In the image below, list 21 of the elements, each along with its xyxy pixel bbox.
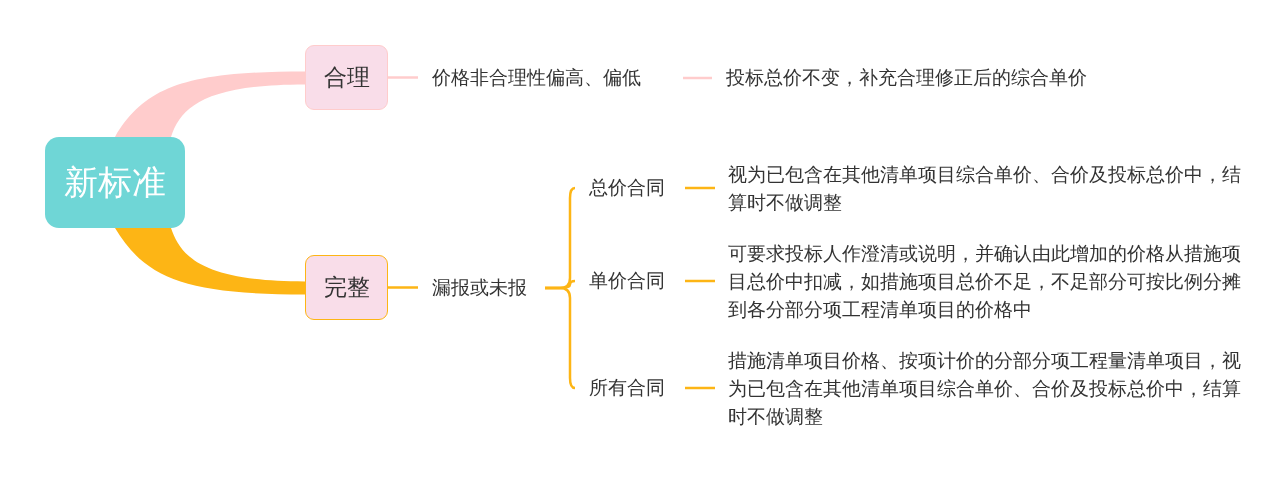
topic-text: 投标总价不变，补充合理修正后的综合单价 xyxy=(726,65,1088,90)
topic-text: 视为已包含在其他清单项目综合单价、合价及投标总价中，结算时不做调整 xyxy=(728,162,1242,215)
topic-text: 价格非合理性偏高、偏低 xyxy=(432,65,642,90)
topic-box: 合理 xyxy=(305,45,388,110)
connector-line xyxy=(685,186,715,190)
connector-line xyxy=(683,76,712,80)
branch-band xyxy=(115,71,305,137)
connector-line xyxy=(685,279,715,283)
connector-line xyxy=(545,286,576,390)
topic-text: 措施清单项目价格、按项计价的分部分项工程量清单项目，视为已包含在其他清单项目综合单价、合价及投标总价中，结算时不做调整 xyxy=(728,348,1242,429)
topic-text: 所有合同 xyxy=(589,375,666,400)
connector-line xyxy=(685,386,715,390)
connector-line xyxy=(388,286,418,289)
connector-line xyxy=(388,76,418,79)
topic-text: 漏报或未报 xyxy=(432,275,528,300)
topic-box: 完整 xyxy=(305,255,388,320)
branch-band xyxy=(115,228,305,295)
central-topic-box: 新标准 xyxy=(45,137,185,228)
topic-text: 可要求投标人作澄清或说明，并确认由此增加的价格从措施项目总价中扣减，如措施项目总价不足，不足部分可按比例分摊到各分部分项工程清单项目的价格中 xyxy=(728,241,1242,322)
topic-text: 总价合同 xyxy=(589,175,666,200)
topic-text: 单价合同 xyxy=(589,268,666,293)
